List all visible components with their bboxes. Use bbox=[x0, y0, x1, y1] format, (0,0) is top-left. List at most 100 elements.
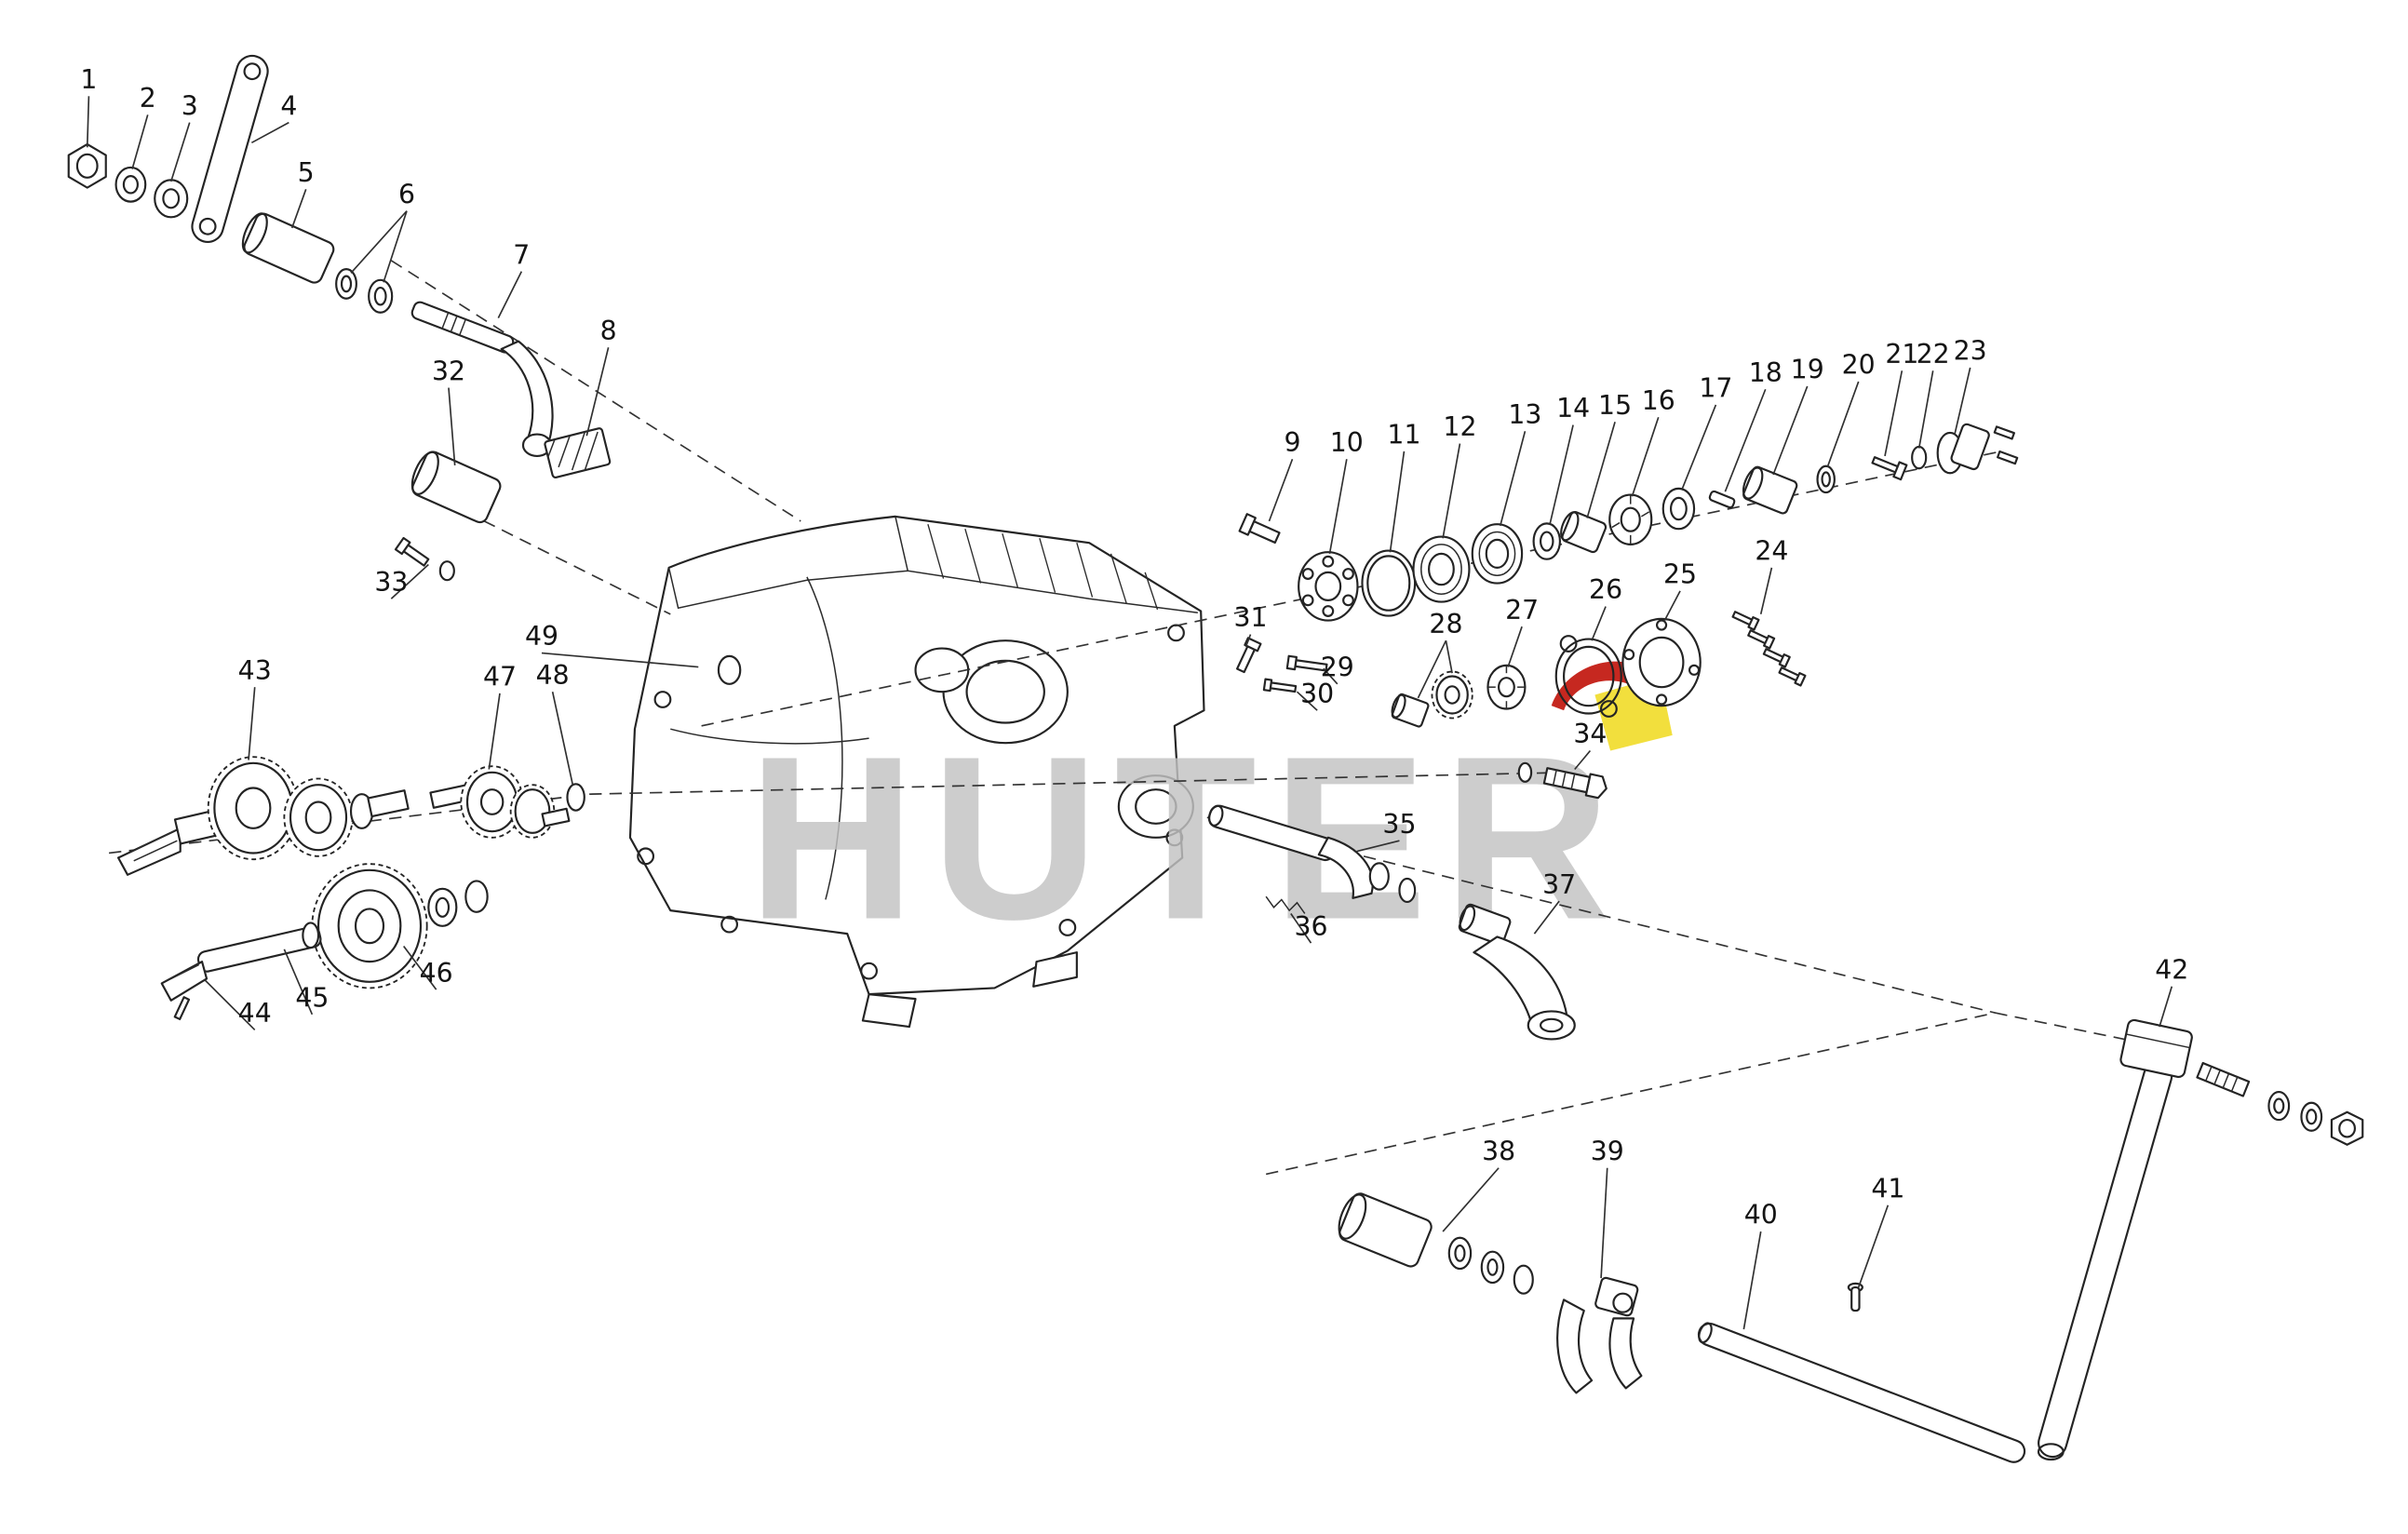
callout-leader-28 bbox=[1445, 640, 1453, 674]
part-26-gasket bbox=[1554, 635, 1622, 718]
callout-leader-5 bbox=[290, 189, 307, 229]
callout-number-25: 25 bbox=[1663, 559, 1697, 590]
callout-number-4: 4 bbox=[280, 90, 297, 121]
part-32-bushing bbox=[410, 451, 502, 524]
callout-leader-20 bbox=[1826, 381, 1860, 467]
callout-number-11: 11 bbox=[1387, 420, 1420, 451]
callout-leader-28 bbox=[1417, 639, 1447, 699]
callout-leader-4 bbox=[250, 121, 289, 144]
callout-number-14: 14 bbox=[1556, 393, 1590, 424]
callout-leader-6 bbox=[383, 210, 408, 283]
callout-leader-17 bbox=[1680, 404, 1717, 491]
callout-leader-19 bbox=[1772, 385, 1809, 476]
part-48-ring bbox=[566, 783, 585, 812]
callout-leader-18 bbox=[1724, 388, 1767, 492]
part-13-bearing bbox=[1471, 523, 1524, 585]
part-47-gear-cluster bbox=[429, 765, 571, 839]
callout-leader-39 bbox=[1600, 1167, 1608, 1279]
part-38-bushing bbox=[1338, 1192, 1534, 1295]
callout-number-12: 12 bbox=[1443, 411, 1476, 442]
callout-leader-2 bbox=[131, 114, 149, 169]
part-6-rings bbox=[335, 268, 394, 314]
part-29-screw bbox=[1285, 654, 1328, 672]
callout-leader-3 bbox=[169, 122, 191, 182]
callout-number-21: 21 bbox=[1885, 339, 1918, 370]
callout-leader-8 bbox=[585, 347, 610, 437]
part-27-washer bbox=[1487, 664, 1527, 710]
callout-number-13: 13 bbox=[1508, 399, 1541, 430]
callout-number-29: 29 bbox=[1321, 653, 1354, 683]
callout-number-24: 24 bbox=[1755, 536, 1788, 567]
part-40-rod bbox=[1697, 1322, 2026, 1463]
callout-number-9: 9 bbox=[1284, 427, 1300, 458]
part-21-screw bbox=[1871, 456, 1908, 481]
callout-leader-24 bbox=[1759, 567, 1773, 615]
callout-leader-21 bbox=[1884, 370, 1904, 457]
callout-leader-6 bbox=[350, 210, 408, 274]
part-16-lock-washer bbox=[1608, 493, 1653, 545]
callout-number-33: 33 bbox=[374, 567, 408, 598]
part-2-washer bbox=[114, 166, 147, 203]
callout-number-2: 2 bbox=[140, 83, 156, 114]
callout-number-48: 48 bbox=[536, 660, 570, 691]
callout-number-3: 3 bbox=[182, 90, 198, 121]
part-14-ring bbox=[1532, 522, 1562, 560]
part-24-screws bbox=[1731, 611, 1807, 687]
callout-leader-26 bbox=[1591, 606, 1607, 641]
callout-number-15: 15 bbox=[1598, 390, 1632, 421]
part-9-screw bbox=[1238, 513, 1281, 545]
part-18-pin bbox=[1708, 490, 1736, 509]
callout-leader-13 bbox=[1499, 431, 1527, 527]
callout-number-34: 34 bbox=[1573, 719, 1607, 749]
part-20-washer bbox=[1816, 464, 1836, 494]
callout-leader-48 bbox=[551, 692, 574, 786]
callout-number-23: 23 bbox=[1954, 336, 1987, 367]
part-1-hex-nut bbox=[67, 142, 107, 189]
callout-number-6: 6 bbox=[398, 179, 415, 209]
callout-leader-10 bbox=[1328, 459, 1348, 555]
part-17-ring bbox=[1661, 487, 1696, 531]
part-23-clamp bbox=[1936, 423, 2019, 475]
callout-leader-36 bbox=[1290, 912, 1312, 944]
callout-leader-16 bbox=[1631, 416, 1660, 497]
callout-leader-30 bbox=[1296, 691, 1318, 711]
callout-number-17: 17 bbox=[1699, 373, 1732, 404]
callout-number-42: 42 bbox=[2155, 954, 2188, 985]
callout-leader-38 bbox=[1442, 1167, 1500, 1232]
callout-number-37: 37 bbox=[1542, 869, 1576, 900]
part-43-input-shaft bbox=[116, 756, 410, 876]
callout-number-16: 16 bbox=[1642, 385, 1675, 416]
part-3-washer bbox=[154, 179, 189, 219]
part-11-o-ring bbox=[1361, 549, 1417, 617]
part-45-shaft bbox=[196, 922, 322, 973]
callout-number-45: 45 bbox=[295, 982, 329, 1013]
part-42-lever-assembly bbox=[2037, 1018, 2364, 1461]
callout-number-19: 19 bbox=[1791, 355, 1824, 385]
callout-leader-42 bbox=[2159, 986, 2173, 1028]
part-35-shift-shaft bbox=[1207, 804, 1417, 904]
part-36-spring-pin bbox=[1265, 895, 1306, 914]
callout-leader-37 bbox=[1533, 900, 1560, 935]
part-22-washer bbox=[1911, 445, 1928, 470]
part-46-gear bbox=[311, 863, 489, 989]
part-28-bushing-gear bbox=[1391, 670, 1473, 728]
part-8-pad bbox=[544, 427, 612, 479]
part-12-bearing bbox=[1412, 535, 1471, 603]
part-34-plug-bolt bbox=[1517, 761, 1608, 800]
callout-leader-29 bbox=[1323, 667, 1339, 685]
callout-leader-49 bbox=[541, 652, 699, 668]
callout-number-18: 18 bbox=[1749, 357, 1782, 388]
part-37-shift-fork bbox=[1458, 903, 1576, 1041]
callout-leader-27 bbox=[1507, 626, 1523, 667]
callout-number-46: 46 bbox=[420, 958, 453, 989]
callout-number-10: 10 bbox=[1330, 427, 1364, 458]
callout-number-5: 5 bbox=[298, 157, 315, 188]
callout-number-22: 22 bbox=[1917, 339, 1950, 370]
callout-leader-23 bbox=[1954, 367, 1971, 435]
callout-number-1: 1 bbox=[80, 64, 97, 95]
callout-number-35: 35 bbox=[1382, 809, 1416, 840]
part-44-shaft-tip bbox=[160, 961, 209, 1021]
callout-leader-9 bbox=[1268, 458, 1294, 522]
callout-number-44: 44 bbox=[238, 998, 272, 1029]
